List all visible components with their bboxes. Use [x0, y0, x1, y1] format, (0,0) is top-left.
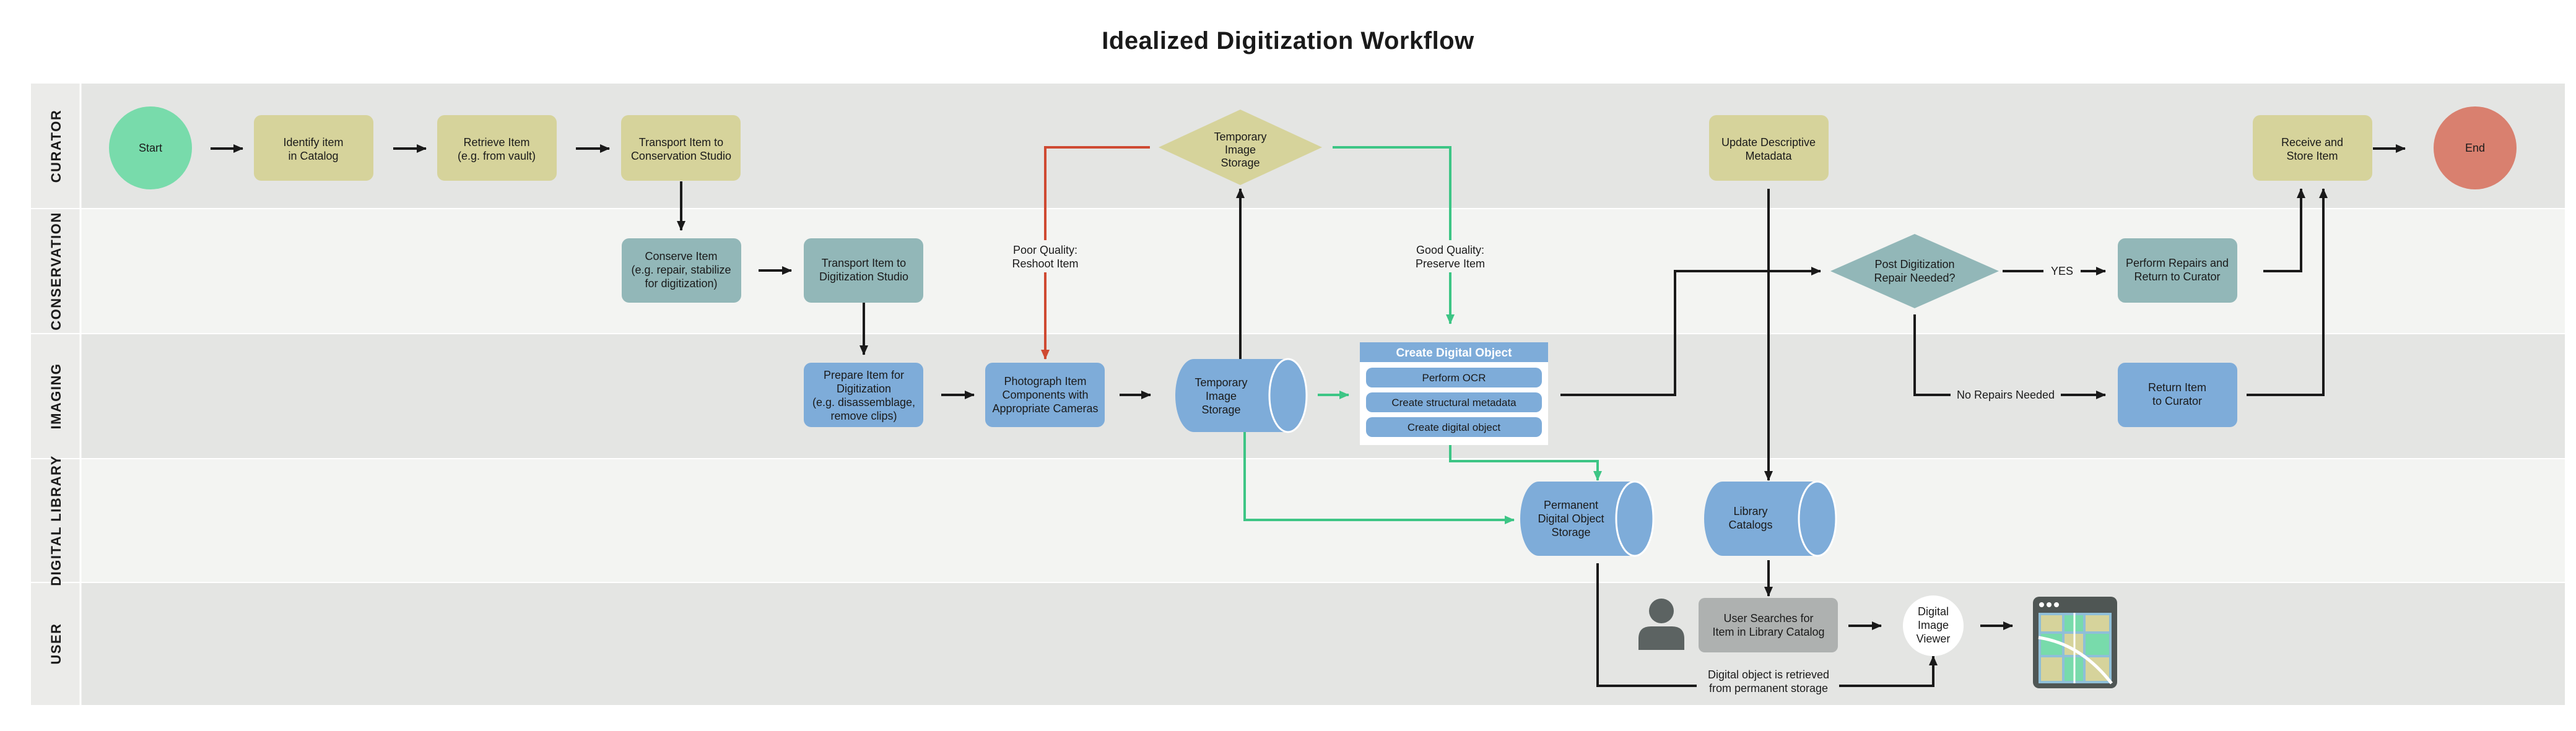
start-node: Start — [109, 106, 192, 189]
conserve-line-3: for digitization) — [645, 277, 717, 290]
conserve-line-2: (e.g. repair, stabilize — [631, 264, 731, 276]
label-yes: YES — [2051, 265, 2073, 277]
edge-labels: Poor Quality: Reshoot Item Good Quality:… — [998, 240, 2073, 699]
transport-conservation-node: Transport Item to Conservation Studio — [621, 115, 741, 181]
lane-label-user: USER — [48, 623, 64, 664]
metadata-line-2: Metadata — [1745, 150, 1792, 162]
edge-poor-quality — [1041, 146, 1150, 360]
create-step-ocr: Perform OCR — [1422, 372, 1486, 384]
prepare-line-2: Digitization — [837, 383, 891, 395]
photo-line-2: Components with — [1002, 389, 1088, 401]
edge-create-decision — [1560, 267, 1821, 396]
transport-dig-line-1: Transport Item to — [822, 257, 906, 269]
start-label: Start — [139, 142, 162, 154]
edge-decision-no-a — [1913, 314, 1951, 396]
end-node: End — [2434, 106, 2517, 189]
lane-label-digital-library: DIGITAL LIBRARY — [48, 455, 64, 586]
identify-line-1: Identify item — [283, 136, 343, 149]
receive-store-node: Receive and Store Item — [2253, 115, 2372, 181]
map-viewer-icon — [2033, 597, 2117, 688]
retrieve-line-2: (e.g. from vault) — [458, 150, 536, 162]
permanent-line-2: Digital Object — [1538, 513, 1604, 525]
user-searches-node: User Searches for Item in Library Catalo… — [1699, 598, 1838, 652]
prepare-line-4: remove clips) — [830, 410, 897, 422]
search-line-1: User Searches for — [1723, 612, 1813, 625]
label-poor-quality-2: Reshoot Item — [1012, 257, 1078, 270]
edge-create-permanent — [1449, 444, 1602, 481]
diamond-line-2: Image — [1225, 144, 1256, 156]
repairs-line-1: Perform Repairs and — [2126, 257, 2229, 269]
decision-line-2: Repair Needed? — [1874, 272, 1955, 284]
retrieve-item-node: Retrieve Item (e.g. from vault) — [437, 115, 557, 181]
diamond-line-1: Temporary — [1214, 131, 1266, 143]
temp-storage-cylinder-node: Temporary Image Storage — [1175, 358, 1308, 433]
connectors — [211, 144, 2406, 687]
receive-line-2: Store Item — [2286, 150, 2338, 162]
label-good-quality-1: Good Quality: — [1416, 244, 1484, 256]
decision-line-1: Post Digitization — [1874, 258, 1954, 270]
transport-dig-line-2: Digitization Studio — [819, 270, 908, 283]
viewer-line-2: Image — [1918, 619, 1949, 631]
cyl-temp-line-3: Storage — [1201, 404, 1240, 416]
lane-label-imaging: IMAGING — [48, 363, 64, 429]
person-icon — [1638, 599, 1684, 650]
metadata-line-1: Update Descriptive — [1721, 136, 1816, 149]
transport-digitization-node: Transport Item to Digitization Studio — [804, 238, 923, 303]
label-good-quality-2: Preserve Item — [1416, 257, 1485, 270]
edge-return-receive — [2247, 188, 2328, 396]
edge-repairs-receive — [2263, 188, 2305, 272]
prepare-line-1: Prepare Item for — [824, 369, 904, 381]
create-step-structural: Create structural metadata — [1391, 397, 1516, 409]
transport-cons-line-2: Conservation Studio — [631, 150, 731, 162]
temp-storage-diamond-node: Temporary Image Storage — [1159, 110, 1322, 185]
label-retrieved-1: Digital object is retrieved — [1708, 668, 1829, 681]
catalogs-line-2: Catalogs — [1728, 519, 1772, 531]
post-digitization-decision-node: Post Digitization Repair Needed? — [1830, 234, 1999, 308]
cyl-temp-line-1: Temporary — [1194, 376, 1247, 389]
create-step-object: Create digital object — [1408, 422, 1501, 433]
create-header: Create Digital Object — [1396, 347, 1513, 360]
identify-item-node: Identify item in Catalog — [254, 115, 373, 181]
image-viewer-node: Digital Image Viewer — [1903, 595, 1964, 656]
lane-label-conservation: CONSERVATION — [48, 212, 64, 331]
transport-cons-line-1: Transport Item to — [639, 136, 723, 149]
viewer-line-3: Viewer — [1917, 633, 1951, 645]
cyl-temp-line-2: Image — [1206, 390, 1237, 402]
retrieve-line-1: Retrieve Item — [463, 136, 529, 149]
library-catalogs-node: Library Catalogs — [1704, 480, 1837, 557]
permanent-line-1: Permanent — [1544, 499, 1598, 511]
label-retrieved-2: from permanent storage — [1709, 682, 1828, 694]
diamond-line-3: Storage — [1221, 157, 1260, 169]
edge-tempstore-permanent — [1243, 432, 1515, 524]
photo-line-1: Photograph Item — [1004, 375, 1086, 387]
perform-repairs-node: Perform Repairs and Return to Curator — [2118, 238, 2237, 303]
update-metadata-node: Update Descriptive Metadata — [1709, 115, 1829, 181]
prepare-line-3: (e.g. disassemblage, — [812, 396, 915, 409]
photograph-item-node: Photograph Item Components with Appropri… — [985, 363, 1105, 427]
return-line-2: to Curator — [2152, 395, 2202, 407]
permanent-line-3: Storage — [1551, 526, 1590, 539]
receive-line-1: Receive and — [2281, 136, 2343, 149]
label-poor-quality-1: Poor Quality: — [1013, 244, 1077, 256]
viewer-line-1: Digital — [1918, 605, 1949, 618]
search-line-2: Item in Library Catalog — [1712, 626, 1824, 638]
photo-line-3: Appropriate Cameras — [992, 402, 1098, 415]
prepare-item-node: Prepare Item for Digitization (e.g. disa… — [804, 363, 923, 427]
permanent-storage-node: Permanent Digital Object Storage — [1520, 480, 1655, 557]
lane-label-curator: CURATOR — [48, 110, 64, 183]
repairs-line-2: Return to Curator — [2134, 270, 2220, 283]
page-title: Idealized Digitization Workflow — [1102, 27, 1474, 54]
conserve-item-node: Conserve Item (e.g. repair, stabilize fo… — [622, 238, 741, 303]
return-line-1: Return Item — [2148, 381, 2206, 394]
conserve-line-1: Conserve Item — [645, 250, 717, 262]
label-no-repairs: No Repairs Needed — [1957, 389, 2055, 401]
end-label: End — [2465, 142, 2485, 154]
lane-user-bg — [31, 582, 2565, 705]
return-to-curator-node: Return Item to Curator — [2118, 363, 2237, 427]
create-digital-object-node: Create Digital Object Perform OCR Create… — [1360, 342, 1548, 445]
identify-line-2: in Catalog — [288, 150, 338, 162]
catalogs-line-1: Library — [1733, 505, 1767, 517]
